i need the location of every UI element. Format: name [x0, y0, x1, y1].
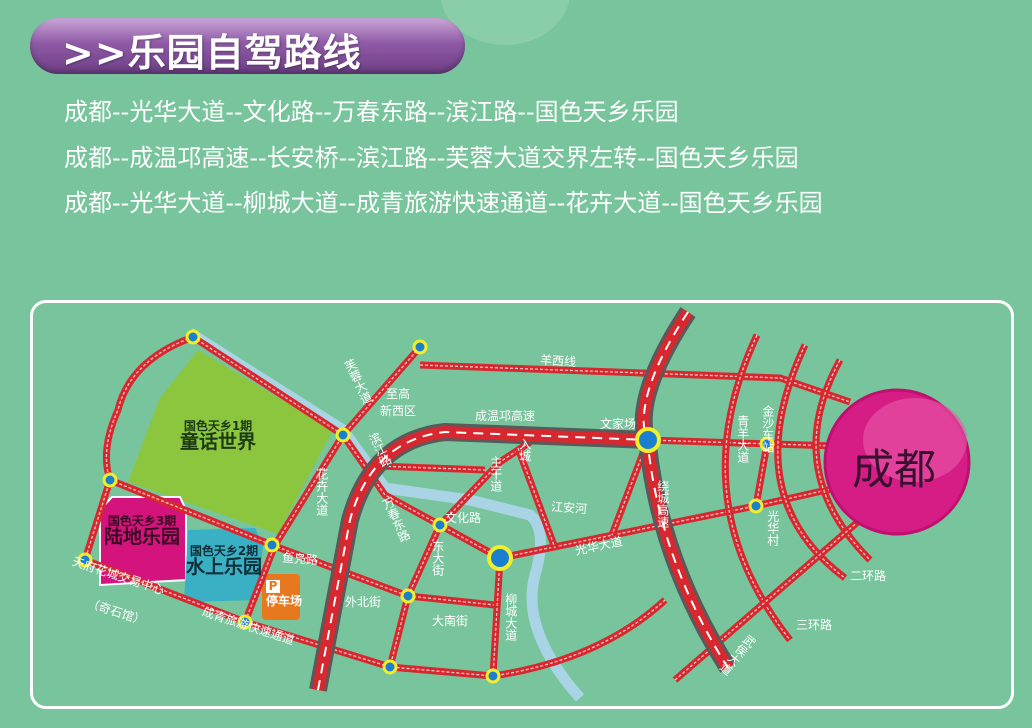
junction-marker — [485, 668, 501, 684]
road — [489, 557, 504, 677]
junction-marker — [635, 427, 661, 453]
park-area-1 — [128, 350, 333, 534]
junction-marker — [432, 517, 448, 533]
road — [517, 447, 556, 549]
river — [187, 328, 585, 702]
junction-marker — [412, 339, 428, 355]
expressway — [317, 430, 649, 691]
road — [377, 465, 486, 471]
map-label: 鱼凫路 — [281, 550, 319, 568]
city-label-chengdu: 成都 — [852, 445, 937, 494]
road — [815, 359, 871, 561]
junction-marker — [759, 436, 775, 452]
parking-text: 停车场 — [266, 593, 303, 608]
junction-marker — [748, 498, 764, 514]
junction-layer — [77, 329, 775, 684]
map-label: 三环路 — [796, 618, 833, 632]
map-label: 青羊大道 — [735, 415, 750, 463]
map-frame — [30, 300, 1014, 709]
map-label: 光华村 — [765, 510, 780, 546]
title-banner — [30, 18, 465, 74]
map-label: 金沙车站 — [760, 405, 775, 453]
map-label: 大南街 — [432, 614, 469, 628]
map-label: 新西区 — [380, 404, 417, 418]
road — [647, 439, 836, 447]
road — [724, 334, 791, 641]
map-label: 成温邛高速 — [475, 409, 536, 423]
junction-marker — [382, 659, 398, 675]
junction-marker — [400, 588, 416, 604]
map-label: 文家场 — [600, 417, 637, 431]
junction-marker — [335, 427, 351, 443]
park-area-2 — [184, 528, 263, 602]
map-label: 花卉大道 — [314, 468, 329, 516]
expressway — [642, 311, 729, 669]
road — [342, 434, 501, 559]
junction-marker — [77, 552, 93, 568]
road-layer — [81, 333, 873, 683]
map-label: 主干道 — [488, 456, 503, 492]
route-2: 成都--成温邛高速--长安桥--滨江路--芙蓉大道交界左转--国色天乡乐园 — [64, 144, 799, 172]
road — [244, 346, 421, 623]
map-label: 绕城高速 — [655, 480, 670, 528]
road — [191, 334, 345, 438]
park-name: 童话世界 — [180, 430, 257, 453]
map-label: 东大街 — [430, 540, 445, 576]
park-phase: 国色天乡3期 — [107, 514, 177, 528]
map-label: 羊西线 — [539, 352, 577, 370]
park-name: 水上乐园 — [186, 555, 263, 578]
road — [419, 364, 851, 403]
park-label-2: 国色天乡2期水上乐园 — [186, 545, 262, 578]
junction-marker — [237, 614, 253, 630]
junction-marker — [102, 472, 118, 488]
map-label: 入城 — [517, 438, 532, 462]
park-label-1: 国色天乡1期童话世界 — [180, 420, 256, 453]
map-label: 外北街 — [345, 595, 382, 609]
map-label: 江安河 — [550, 499, 588, 517]
park-phase: 国色天乡2期 — [189, 544, 259, 558]
map-label: 二环路 — [850, 569, 887, 583]
park-phase: 国色天乡1期 — [183, 419, 253, 433]
road — [755, 443, 768, 507]
page-title: >>乐园自驾路线 — [62, 31, 362, 75]
junction-marker — [487, 545, 513, 571]
map-label: 文化路 — [445, 511, 482, 525]
road — [84, 336, 194, 561]
map-label: 柳城大道 — [503, 593, 518, 641]
park-name: 陆地乐园 — [104, 525, 181, 548]
chengdu-highlight — [863, 398, 967, 482]
park-label-3: 国色天乡3期陆地乐园 — [104, 515, 180, 548]
route-1: 成都--光华大道--文化路--万春东路--滨江路--国色天乡乐园 — [64, 98, 679, 126]
junction-marker — [185, 329, 201, 345]
parking-icon: P — [266, 580, 280, 593]
route-3: 成都--光华大道--柳城大道--成青旅游快速通道--花卉大道--国色天乡乐园 — [64, 189, 823, 217]
road — [674, 519, 861, 681]
map-label: 至高 — [386, 387, 411, 401]
junction-marker — [264, 537, 280, 553]
